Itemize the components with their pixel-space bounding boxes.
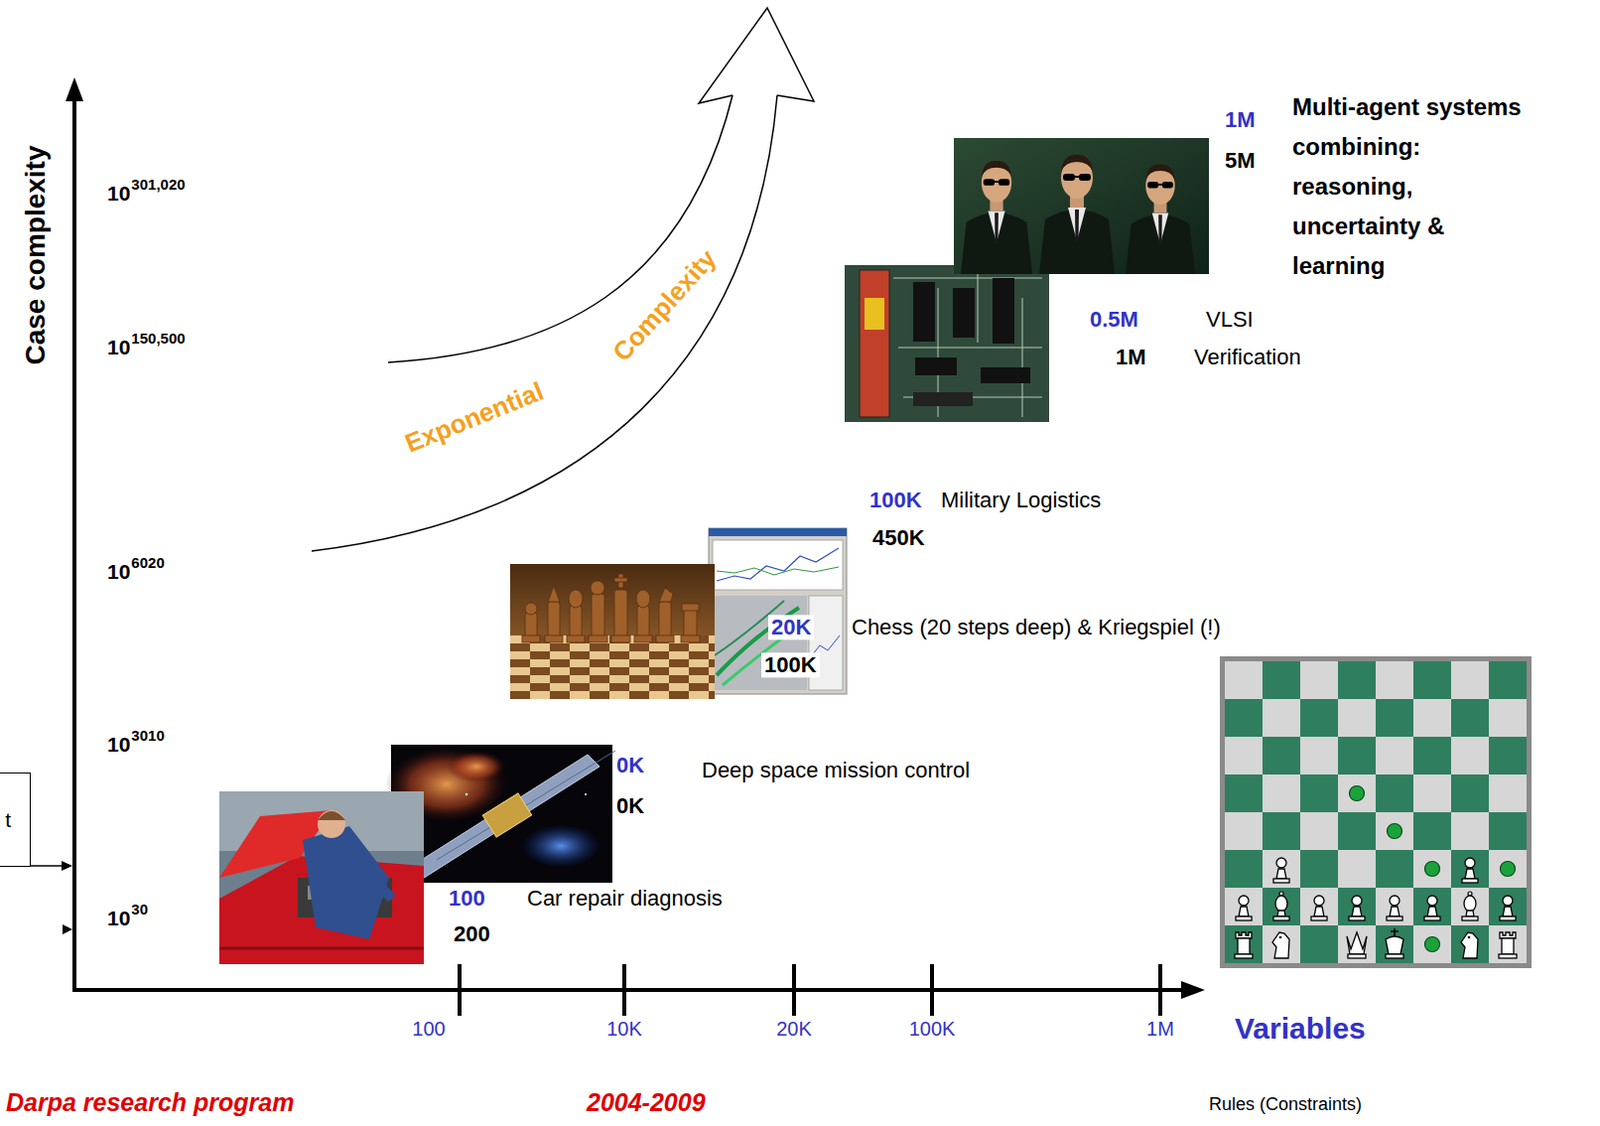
leader-arrows [30,860,73,934]
axis-subtitle: Rules (Constraints) [1208,1093,1362,1115]
chessboard [1219,656,1532,968]
value-variables: 1M [1224,107,1256,133]
application-name: Car repair diagnosis [527,885,723,911]
x-tick-label: 10K [606,1017,643,1041]
value-variables: 0.5M [1089,306,1139,332]
car-repair-photo [219,791,424,964]
value-rules: 5M [1224,147,1256,173]
agents-photo [953,137,1209,274]
source-box: t [0,772,31,867]
footer-note: 2004-2009 [586,1087,706,1117]
axis-title: Case complexity [19,145,52,366]
value-rules: 1M [1115,344,1147,370]
tick-exponent: 30 [131,900,148,918]
tick-base: 10 [107,181,131,206]
application-name: Military Logistics [940,487,1101,513]
arrow-caption: Complexity [607,244,723,368]
tick-exponent: 6020 [131,553,164,571]
value-rules: 450K [872,525,926,550]
tick-exponent: 3010 [131,726,164,744]
application-name: Verification [1194,344,1302,370]
value-variables: 100 [448,885,486,911]
box-text: t [4,807,11,832]
x-tick-label: 20K [776,1017,812,1041]
application-name: Deep space mission control [701,757,970,783]
x-tick-label: 100 [411,1017,445,1041]
application-name: VLSI [1205,306,1254,332]
growth-arrow [311,7,814,551]
tick-exponent: 301,020 [131,175,185,193]
application-name: Chess (20 steps deep) & Kriegspiel (!) [851,614,1221,640]
axis-title: Variables [1234,1011,1366,1047]
logistics-screenshot [708,528,847,694]
application-name: Multi-agent systems combining: reasoning… [1292,87,1533,286]
chess-photo [510,563,715,699]
value-rules: 100K [761,652,820,677]
value-rules: 200 [453,921,491,946]
circuit-board-photo [844,265,1050,422]
value-variables: 100K [869,487,923,513]
tick-base: 10 [107,906,131,931]
x-tick-label: 1M [1146,1017,1175,1041]
value-variables: 20K [768,614,814,640]
arrow-caption: Exponential [400,377,548,460]
value-rules: 0K [616,793,645,818]
tick-base: 10 [107,335,131,360]
footer-note: Darpa research program [5,1087,294,1117]
x-tick-label: 100K [909,1017,956,1041]
tick-base: 10 [107,559,131,584]
value-variables: 0K [616,752,645,778]
tick-exponent: 150,500 [131,329,185,347]
tick-base: 10 [107,732,131,757]
